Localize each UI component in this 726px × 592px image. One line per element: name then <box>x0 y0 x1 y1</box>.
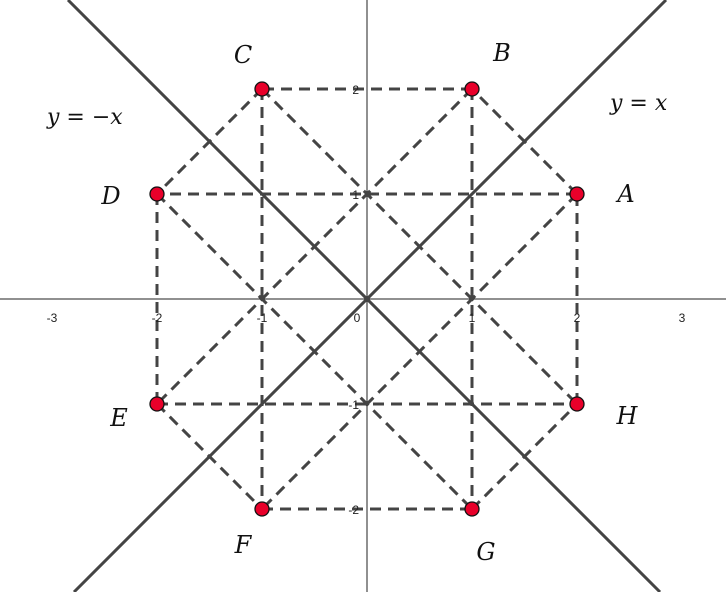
point-label-B: B <box>492 39 511 67</box>
y-tick-label: 2 <box>352 83 359 97</box>
line-y-equals-neg-x <box>66 0 662 592</box>
segment-CD <box>155 87 264 196</box>
point-label-C: C <box>234 41 252 69</box>
point-G <box>464 501 480 517</box>
x-tick-label: -1 <box>257 311 268 325</box>
segment-AB <box>470 87 579 196</box>
segment-GH <box>470 402 579 511</box>
line-y-equals-x <box>72 0 668 592</box>
point-label-A: A <box>615 180 634 208</box>
point-E <box>149 396 165 412</box>
x-tick-label: 2 <box>574 311 581 325</box>
segment-CH <box>260 87 579 406</box>
point-B <box>464 81 480 97</box>
point-label-D: D <box>100 182 120 210</box>
point-label-F: F <box>234 531 253 559</box>
point-label-E: E <box>109 404 128 432</box>
y-tick-label: -1 <box>348 398 359 412</box>
x-tick-label: -2 <box>152 311 163 325</box>
line-label-pos: y = x <box>609 91 668 116</box>
segment-EF <box>155 402 264 511</box>
y-tick-label: -2 <box>348 503 359 517</box>
segment-DG <box>155 192 474 511</box>
point-H <box>569 396 585 412</box>
x-tick-label: 1 <box>469 311 476 325</box>
point-label-G: G <box>476 538 495 566</box>
x-tick-label: -3 <box>47 311 58 325</box>
point-F <box>254 501 270 517</box>
point-label-H: H <box>616 402 639 430</box>
point-A <box>569 186 585 202</box>
line-label-neg: y = −x <box>46 105 123 130</box>
point-D <box>149 186 165 202</box>
x-tick-label: 3 <box>679 311 686 325</box>
x-tick-label: 0 <box>354 311 361 325</box>
segment-BE <box>155 87 474 406</box>
segment-AF <box>260 192 579 511</box>
y-tick-label: 1 <box>352 188 359 202</box>
point-C <box>254 81 270 97</box>
